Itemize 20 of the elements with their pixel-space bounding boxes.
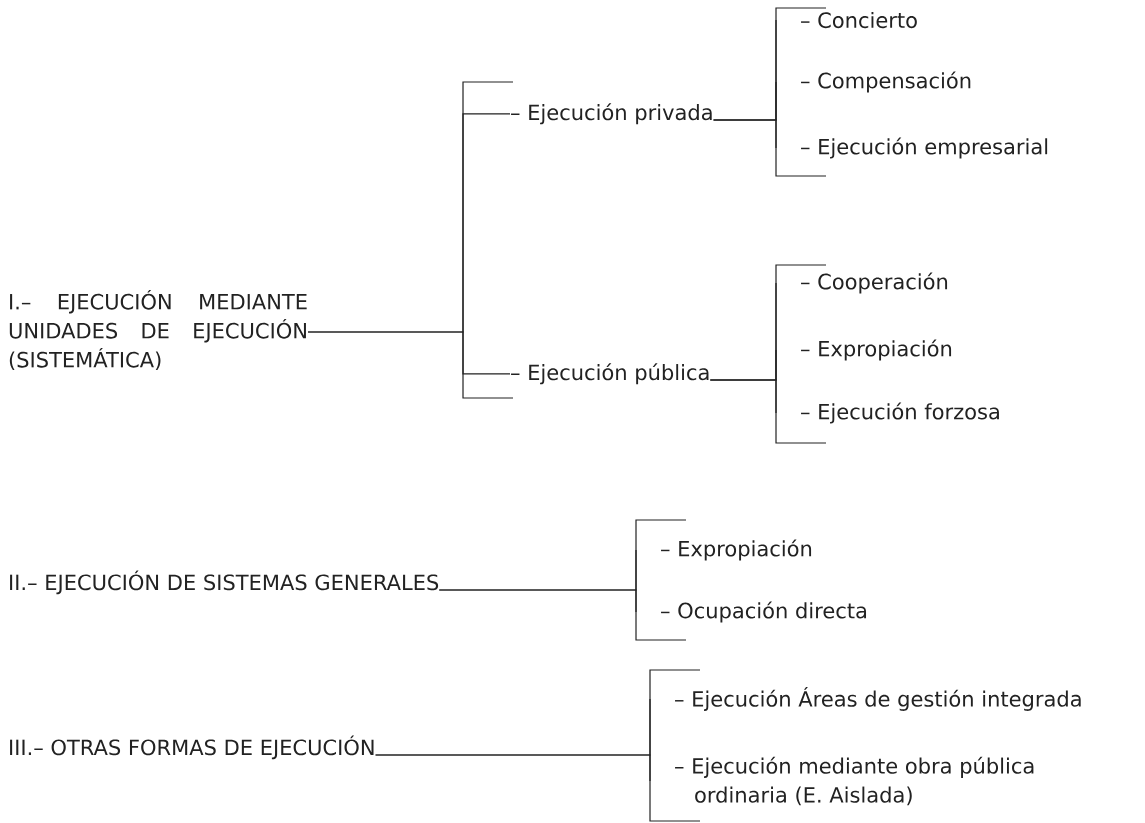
- item-label: – Ejecución forzosa: [801, 402, 999, 424]
- connector-line: [438, 589, 637, 613]
- item-label: – Ocupación directa: [661, 601, 866, 623]
- item-label: – Ejecución Áreas de gestión integrada: [675, 687, 1081, 711]
- item-label: – Ejecución mediante obra pública ordinaria (E. Aislada): [675, 756, 1034, 806]
- item-label: – Cooperación: [801, 272, 948, 294]
- connector-line: [712, 119, 777, 149]
- connector-line: [709, 379, 777, 414]
- subcategory-label: – Ejecución pública: [511, 363, 709, 385]
- item-label: – Ejecución empresarial: [801, 137, 1048, 159]
- item-label: – Concierto: [801, 11, 917, 29]
- item-label: – Compensación: [801, 71, 971, 93]
- subcategory-label: – Ejecución privada: [511, 103, 712, 125]
- connector-line: [374, 754, 651, 782]
- item-label: – Expropiación: [801, 339, 952, 361]
- category-label: I.– EJECUCIÓN MEDIANTE UNIDADES DE EJECUCIÓN (SISTEMÁTICA): [9, 289, 307, 371]
- category-label: III.– OTRAS FORMAS DE EJECUCIÓN: [10, 735, 374, 760]
- item-label: – Expropiación: [661, 539, 812, 561]
- category-label: II.– EJECUCIÓN DE SISTEMAS GENERALES: [10, 570, 439, 595]
- connector-line: [307, 331, 511, 375]
